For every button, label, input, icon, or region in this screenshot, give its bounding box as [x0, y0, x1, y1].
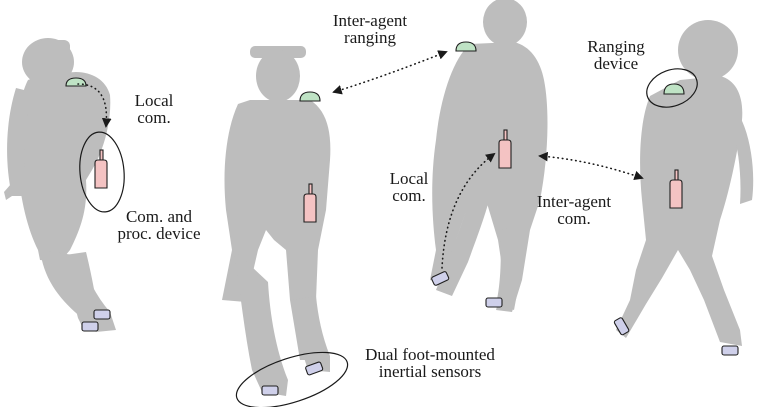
label-com-proc-device: Com. and proc. device [110, 208, 208, 242]
label-ranging-device: Ranging device [576, 38, 656, 72]
ranging-device-icon-p3 [456, 42, 476, 51]
foot-sensor-icon-p1a [94, 310, 110, 319]
foot-sensor-icon-p2a [262, 386, 278, 395]
label-inter-agent-ranging: Inter-agent ranging [318, 12, 422, 46]
foot-sensor-icon-p3b [486, 298, 502, 307]
label-local-com-left: Local com. [124, 92, 184, 126]
inter-agent-ranging-arrow [334, 52, 446, 92]
label-local-com-mid: Local com. [380, 170, 438, 204]
person-3-silhouette [430, 0, 547, 312]
foot-sensor-icon-p1b [82, 322, 98, 331]
ranging-device-icon-p2 [300, 92, 320, 101]
label-inter-agent-com: Inter-agent com. [520, 193, 628, 227]
foot-sensor-icon-p4b [722, 346, 738, 355]
inter-agent-com-arrow [540, 156, 642, 178]
label-dual-foot-sensors: Dual foot-mounted inertial sensors [354, 346, 506, 380]
ranging-device-icon-p4 [664, 84, 684, 94]
